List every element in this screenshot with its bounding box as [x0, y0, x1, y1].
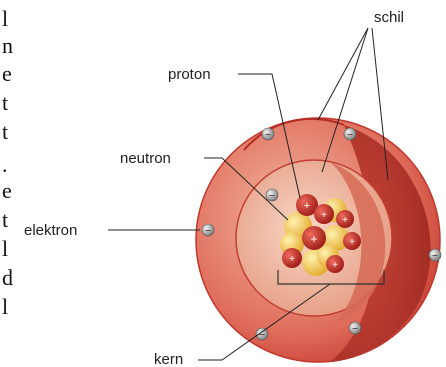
- electron-sign: −: [352, 324, 358, 335]
- proton-sign: +: [310, 232, 317, 246]
- label-schil: schil: [374, 9, 404, 26]
- electron-sign: −: [432, 251, 438, 262]
- electron-sign: −: [205, 226, 211, 237]
- label-proton: proton: [168, 66, 211, 83]
- electron-sign: −: [347, 130, 353, 141]
- proton-sign: +: [289, 254, 295, 265]
- label-neutron: neutron: [120, 150, 171, 167]
- electron-sign: −: [269, 191, 275, 202]
- proton-sign: +: [321, 210, 327, 221]
- proton-sign: +: [332, 260, 338, 271]
- label-elektron: elektron: [24, 222, 77, 239]
- proton-sign: +: [304, 200, 310, 212]
- label-kern: kern: [154, 351, 183, 367]
- electron-sign: −: [265, 130, 271, 141]
- proton-sign: +: [349, 237, 355, 248]
- proton-sign: +: [342, 215, 348, 226]
